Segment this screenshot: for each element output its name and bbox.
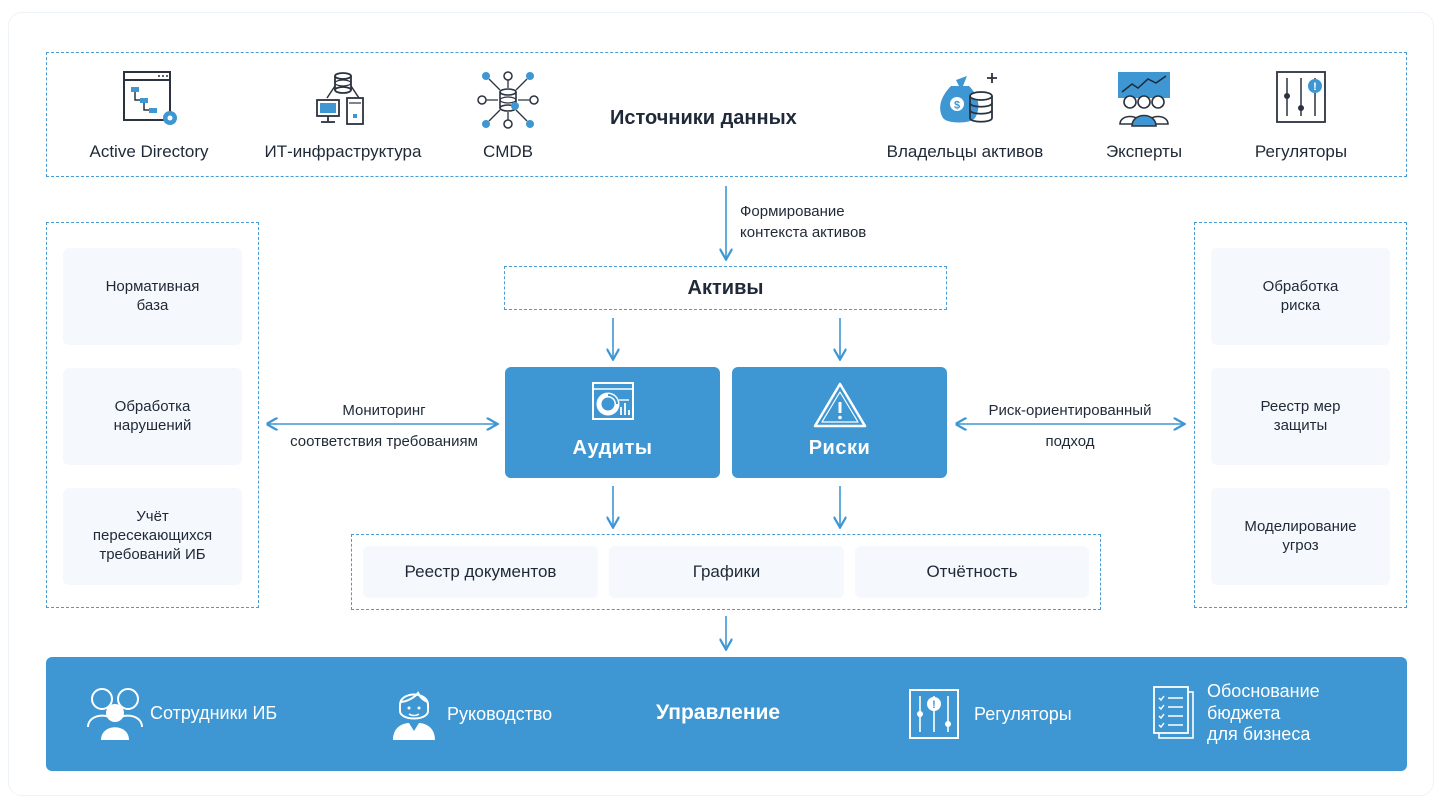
mgmt-item-security-staff: Сотрудники ИБ [86,685,277,741]
source-active-directory: Active Directory [49,70,249,162]
mgmt-item-leadership: Руководство [391,687,552,741]
risks-title: Риски [808,437,871,459]
checklist-document-icon [1153,686,1194,740]
mgmt-label: Обоснование бюджета для бизнеса [1207,681,1320,745]
monitoring-note-line2: соответствия требованиям [290,433,478,450]
regulators-sliders-icon: ! [1276,71,1326,123]
output-reporting: Отчётность [855,546,1089,598]
left-card-regulatory-base: Нормативная база [63,248,242,345]
context-note: Формирование контекста активов [740,203,867,241]
mgmt-label: Руководство [447,703,553,724]
audits-box: Аудиты [505,367,720,478]
source-label: Регуляторы [1254,142,1348,161]
source-regulators: ! Регуляторы [1201,70,1401,162]
manager-icon [393,691,435,740]
management-band: Сотрудники ИБ Руководство Управление ! Р… [46,657,1407,771]
data-sources-panel [46,52,1407,177]
left-panel [46,222,259,608]
sources-title: Источники данных [610,107,797,129]
left-card-violations: Обработка нарушений [63,368,242,465]
left-card-overlapping-requirements: Учёт пересекающихся требований ИБ [63,488,242,585]
assets-box: Активы [504,266,947,310]
experts-chart-icon [1118,72,1170,127]
right-card-risk-treatment: Обработка риска [1211,248,1390,345]
source-label: CMDB [482,142,534,161]
it-infrastructure-icon [316,72,364,125]
source-asset-owners: $ Владельцы активов [865,70,1065,162]
mgmt-label: Сотрудники ИБ [150,702,278,723]
cmdb-network-icon [477,71,539,129]
management-title: Управление [656,701,781,724]
svg-text:!: ! [1313,81,1317,93]
monitoring-note: Мониторинг соответствия требованиям [273,400,495,452]
risk-approach-note: Риск-ориентированный подход [960,400,1180,452]
mgmt-label: Регуляторы [974,703,1072,724]
svg-text:!: ! [932,699,936,711]
money-bag-coins-icon: $ [940,73,997,123]
assets-title: Активы [687,276,764,299]
source-it-infrastructure: ИТ-инфраструктура [243,70,443,162]
source-label: Владельцы активов [886,142,1044,161]
right-card-threat-modeling: Моделирование угроз [1211,488,1390,585]
mgmt-item-budget: Обоснование бюджета для бизнеса [1151,681,1320,746]
output-documents-registry: Реестр документов [363,546,598,598]
source-label: ИТ-инфраструктура [264,142,422,161]
output-charts: Графики [609,546,844,598]
audits-title: Аудиты [572,437,653,459]
right-panel [1194,222,1407,608]
outputs-panel [351,534,1101,610]
source-label: Active Directory [89,142,209,161]
right-card-safeguards-registry: Реестр мер защиты [1211,368,1390,465]
regulators-sliders-icon: ! [909,689,959,739]
risks-box: Риски [732,367,947,478]
source-label: Эксперты [1105,142,1183,161]
mgmt-item-regulators: ! Регуляторы [906,688,1072,740]
svg-text:$: $ [954,100,960,112]
warning-triangle-icon [813,382,867,428]
risk-approach-line1: Риск-ориентированный [988,402,1152,419]
audit-dashboard-icon [592,382,634,420]
directory-window-icon [123,71,177,125]
source-experts: Эксперты [1044,70,1244,162]
risk-approach-line2: подход [1045,433,1095,450]
monitoring-note-line1: Мониторинг [342,402,426,419]
employees-icon [87,688,143,740]
source-cmdb: CMDB [408,70,608,162]
